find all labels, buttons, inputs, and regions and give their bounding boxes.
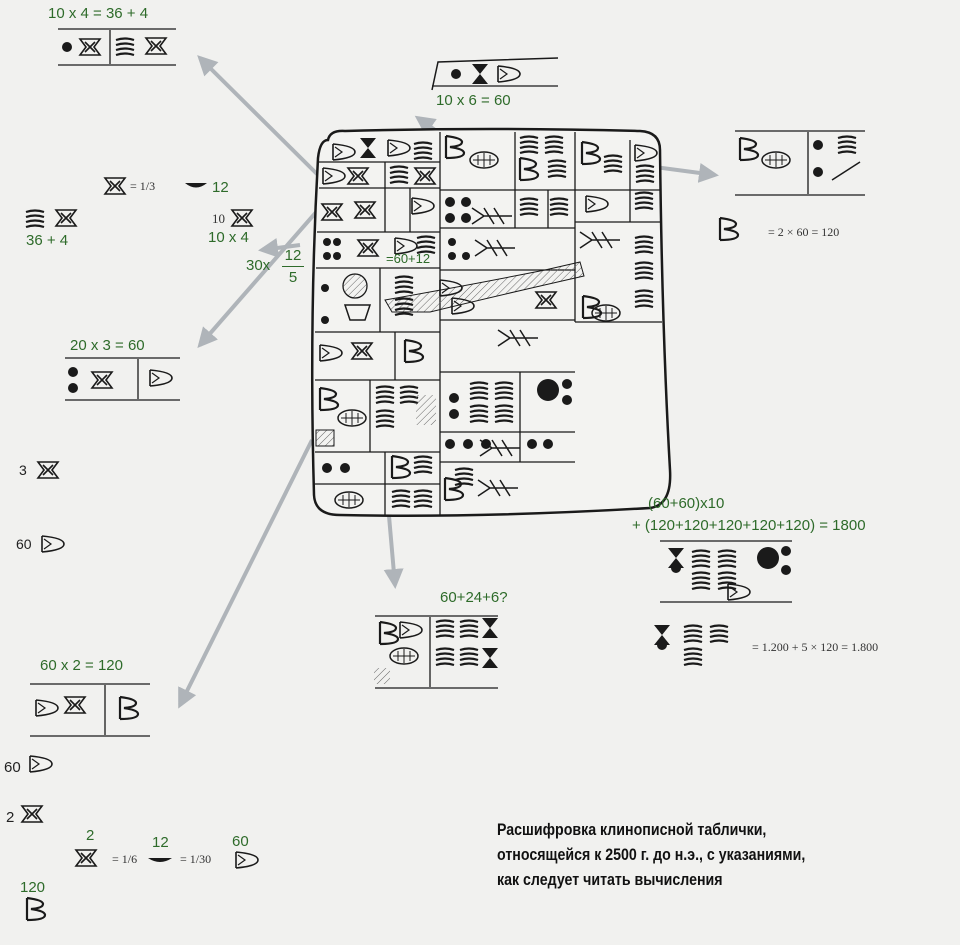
group-60-24-6 (374, 615, 498, 689)
label-1200-eq: = 1.200 + 5 × 120 = 1.800 (752, 640, 879, 654)
label-10x4: 10 x 4 (208, 229, 249, 246)
label-1800-top: (60+60)x10 (648, 495, 725, 512)
clay-tablet (310, 127, 672, 517)
fraction-numerator: 12 (284, 247, 302, 264)
label-60-24-6: 60+24+6? (440, 589, 508, 606)
caption-line-2: относящейся к 2500 г. до н.э., с указани… (497, 846, 806, 864)
label-60x2-eq: 60 x 2 = 120 (40, 657, 123, 674)
group-10x6 (431, 57, 559, 91)
label-60a: 60 (16, 536, 32, 552)
caption-line-3: как следует читать вычисления (497, 871, 723, 889)
label-60b: 60 (4, 759, 21, 776)
label-3: 3 (19, 462, 27, 478)
label-1800-bottom: + (120+120+120+120+120) = 1800 (632, 517, 866, 534)
label-10x4-eq: 10 x 4 = 36 + 4 (48, 5, 149, 22)
label-12b: 12 (152, 834, 169, 851)
label-third: = 1/3 (130, 179, 156, 193)
label-60-12: =60+12 (386, 251, 431, 266)
label-thirtieth: = 1/30 (180, 852, 212, 866)
label-2x60-eq: = 2 × 60 = 120 (768, 225, 840, 239)
label-2a: 2 (6, 809, 15, 826)
label-20x3-eq: 20 x 3 = 60 (70, 337, 145, 354)
label-10x6-eq: 10 x 6 = 60 (436, 92, 511, 109)
fraction-denominator: 5 (288, 269, 298, 286)
fraction-bar (282, 266, 304, 267)
label-120: 120 (20, 879, 46, 896)
figure-caption: Расшифровка клинописной таблички, относя… (497, 818, 893, 893)
label-60c: 60 (232, 833, 249, 850)
caption-line-1: Расшифровка клинописной таблички, (497, 821, 767, 839)
label-2b: 2 (86, 827, 95, 844)
signs-left (21, 177, 259, 922)
label-36-4: 36 + 4 (26, 232, 69, 249)
label-10: 10 (212, 211, 225, 226)
label-sixth: = 1/6 (112, 852, 138, 866)
group-1800 (654, 540, 792, 667)
group-2x60 (718, 130, 865, 242)
label-12a: 12 (212, 179, 229, 196)
label-30x: 30x (246, 257, 271, 274)
group-10x4 (58, 28, 176, 66)
